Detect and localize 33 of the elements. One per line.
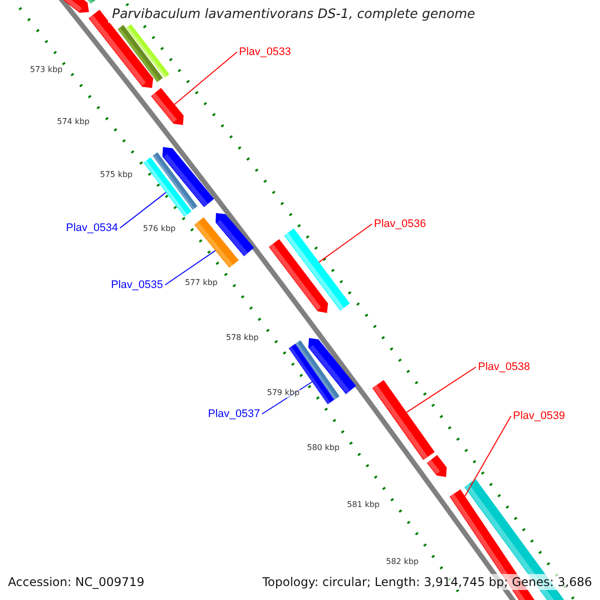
gene-feature (151, 88, 184, 125)
position-label: 578 kbp (226, 333, 259, 343)
gene-feature (143, 157, 192, 217)
leader-line (262, 381, 313, 414)
leader-line (464, 416, 512, 497)
gene-label: Plav_0539 (513, 409, 575, 423)
gene-label: Plav_0536 (374, 217, 436, 231)
genome-stats-text: Topology: circular; Length: 3,914,745 bp; Genes: 3,686 (262, 574, 592, 590)
position-label: 577 kbp (185, 278, 218, 288)
position-label: 580 kbp (307, 443, 340, 453)
position-label: 582 kbp (386, 557, 419, 567)
leader-line (174, 52, 238, 105)
gene-feature (62, 0, 89, 13)
position-label: 574 kbp (57, 117, 90, 127)
accession-text: Accession: NC_009719 (8, 574, 144, 590)
leader-line (164, 250, 216, 286)
position-label: 579 kbp (267, 388, 300, 398)
gene-label: Plav_0534 (56, 221, 118, 235)
position-label: 573 kbp (30, 65, 63, 75)
gene-label: Plav_0535 (101, 278, 163, 292)
gene-label: Plav_0538 (478, 360, 540, 374)
leader-line (318, 224, 372, 263)
gene-label: Plav_0537 (198, 407, 260, 421)
gene-feature (426, 455, 447, 477)
gene-feature (372, 380, 435, 460)
position-label: 576 kbp (143, 224, 176, 234)
position-label: 575 kbp (100, 170, 133, 180)
leader-line (406, 366, 476, 413)
gene-feature (268, 239, 328, 313)
gene-feature (194, 217, 239, 268)
position-label: 581 kbp (347, 500, 380, 510)
leader-line (120, 192, 166, 228)
gene-label: Plav_0533 (239, 45, 301, 59)
